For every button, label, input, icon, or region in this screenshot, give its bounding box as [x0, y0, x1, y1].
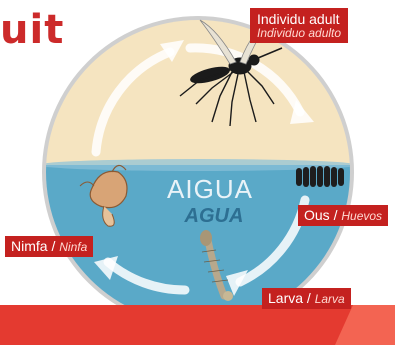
eggs-label-es: Huevos	[341, 209, 383, 223]
mosquito-icon	[179, 19, 283, 127]
nymph-label-separator: /	[51, 238, 56, 254]
arrow-nymph-to-adult	[91, 47, 175, 157]
stage-label-eggs: Ous / Huevos	[298, 205, 389, 226]
page-title-fragment: uit	[0, 7, 65, 53]
larva-label-ca: Larva	[268, 290, 304, 306]
water-label-es: AGUA	[184, 205, 244, 227]
bottom-banner	[0, 305, 395, 345]
nymph-label-ca: Nimfa	[11, 238, 48, 254]
larva-label-es: Larva	[314, 292, 345, 306]
larva-label-separator: /	[306, 290, 311, 306]
water-label-ca: AIGUA	[167, 174, 253, 204]
pupa-icon	[79, 164, 128, 227]
egg-raft-icon	[296, 166, 344, 187]
adult-label-es: Individuo adulto	[257, 25, 342, 40]
arrow-larva-to-nymph	[103, 257, 190, 295]
adult-label-ca: Individu adult	[257, 11, 340, 27]
stage-label-adult: Individu adult Individuo adulto	[250, 8, 349, 44]
stage-label-nymph: Nimfa / Ninfa	[5, 236, 94, 257]
larva-icon	[200, 230, 233, 301]
eggs-label-separator: /	[333, 207, 338, 223]
nymph-label-es: Ninfa	[59, 240, 88, 254]
stage-label-larva: Larva / Larva	[262, 288, 351, 309]
eggs-label-ca: Ous	[304, 207, 330, 223]
